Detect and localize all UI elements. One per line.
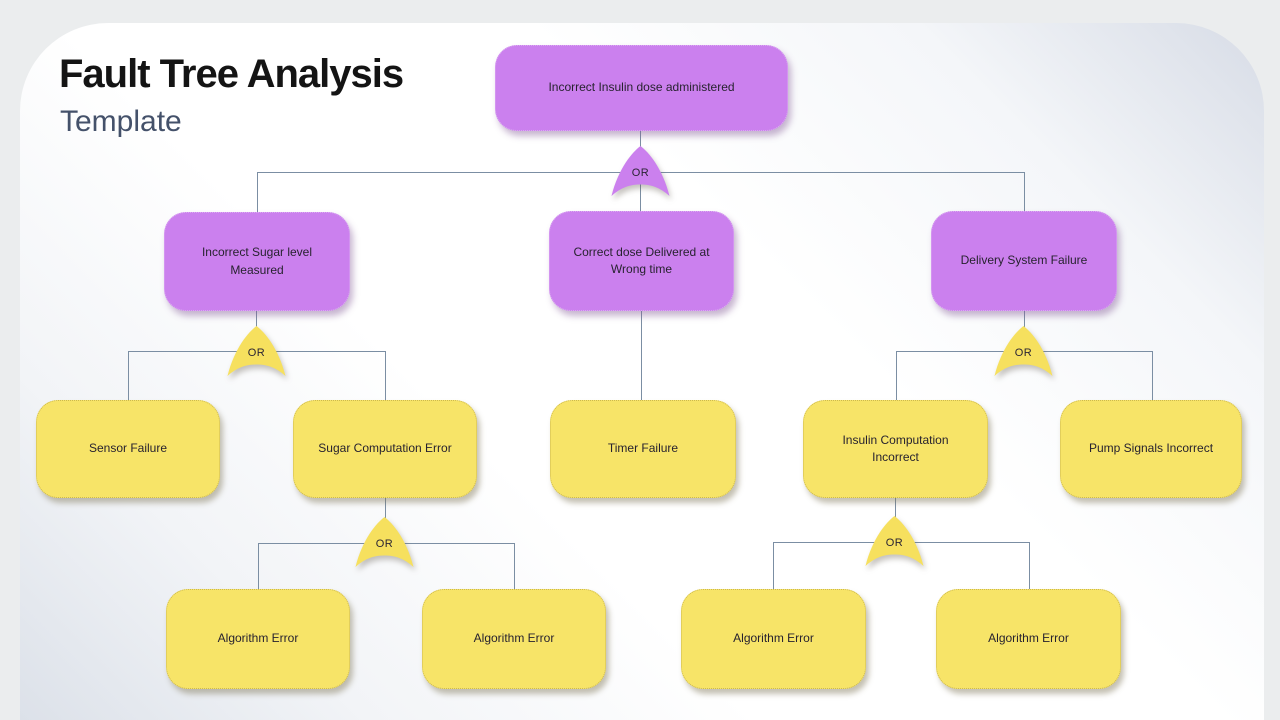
node-delivery-system-failure[interactable]: Delivery System Failure — [931, 211, 1117, 311]
node-algorithm-error-4[interactable]: Algorithm Error — [936, 589, 1121, 689]
node-insulin-computation-incorrect[interactable]: Insulin Computation Incorrect — [803, 400, 988, 498]
node-algorithm-error-3[interactable]: Algorithm Error — [681, 589, 866, 689]
or-gate[interactable]: OR — [991, 325, 1056, 379]
node-label: Timer Failure — [607, 441, 679, 456]
connector-line — [258, 543, 259, 589]
node-pump-signals-incorrect[interactable]: Pump Signals Incorrect — [1060, 400, 1242, 498]
node-timer-failure[interactable]: Timer Failure — [550, 400, 736, 498]
node-label: Incorrect Sugar level Measured — [201, 245, 313, 277]
node-incorrect-sugar-level[interactable]: Incorrect Sugar level Measured — [164, 212, 350, 311]
node-label: Algorithm Error — [217, 631, 299, 646]
or-gate[interactable]: OR — [608, 145, 673, 199]
or-gate-shape — [227, 326, 286, 376]
node-label: Algorithm Error — [988, 631, 1069, 646]
connector-line — [514, 543, 515, 589]
node-label: Algorithm Error — [733, 631, 814, 646]
or-gate-label: OR — [247, 347, 266, 359]
node-label: Insulin Computation Incorrect — [842, 432, 949, 464]
or-gate-shape — [611, 146, 670, 196]
connector-line — [385, 351, 386, 400]
connector-line — [896, 351, 897, 400]
node-label: Incorrect Insulin dose administered — [548, 80, 735, 95]
node-sensor-failure[interactable]: Sensor Failure — [36, 400, 220, 498]
or-gate[interactable]: OR — [224, 325, 289, 379]
node-label: Pump Signals Incorrect — [1088, 441, 1214, 456]
page-subtitle: Template — [60, 105, 182, 138]
or-gate-shape — [994, 326, 1053, 376]
connector-line — [641, 311, 642, 400]
or-gate-label: OR — [885, 537, 904, 549]
node-algorithm-error-2[interactable]: Algorithm Error — [422, 589, 606, 689]
connector-line — [773, 542, 774, 589]
page-title: Fault Tree Analysis — [59, 52, 404, 96]
node-incorrect-insulin-dose[interactable]: Incorrect Insulin dose administered — [495, 45, 788, 131]
or-gate-label: OR — [375, 538, 394, 550]
node-label: Algorithm Error — [473, 631, 555, 646]
or-gate-label: OR — [1014, 347, 1033, 359]
node-label: Sensor Failure — [88, 441, 168, 456]
or-gate[interactable]: OR — [862, 515, 927, 569]
node-algorithm-error-1[interactable]: Algorithm Error — [166, 589, 350, 689]
node-label: Correct dose Delivered at Wrong time — [573, 244, 710, 276]
connector-line — [1029, 542, 1030, 589]
node-sugar-computation-error[interactable]: Sugar Computation Error — [293, 400, 477, 498]
or-gate-shape — [865, 516, 924, 566]
connector-line — [1024, 172, 1025, 212]
or-gate-shape — [355, 517, 414, 567]
or-gate-label: OR — [631, 167, 650, 179]
connector-line — [257, 172, 258, 212]
connector-line — [128, 351, 129, 400]
connector-line — [1152, 351, 1153, 400]
or-gate[interactable]: OR — [352, 516, 417, 570]
node-label: Sugar Computation Error — [318, 441, 452, 456]
node-label: Delivery System Failure — [960, 253, 1088, 268]
node-correct-dose-wrong-time[interactable]: Correct dose Delivered at Wrong time — [549, 211, 734, 311]
